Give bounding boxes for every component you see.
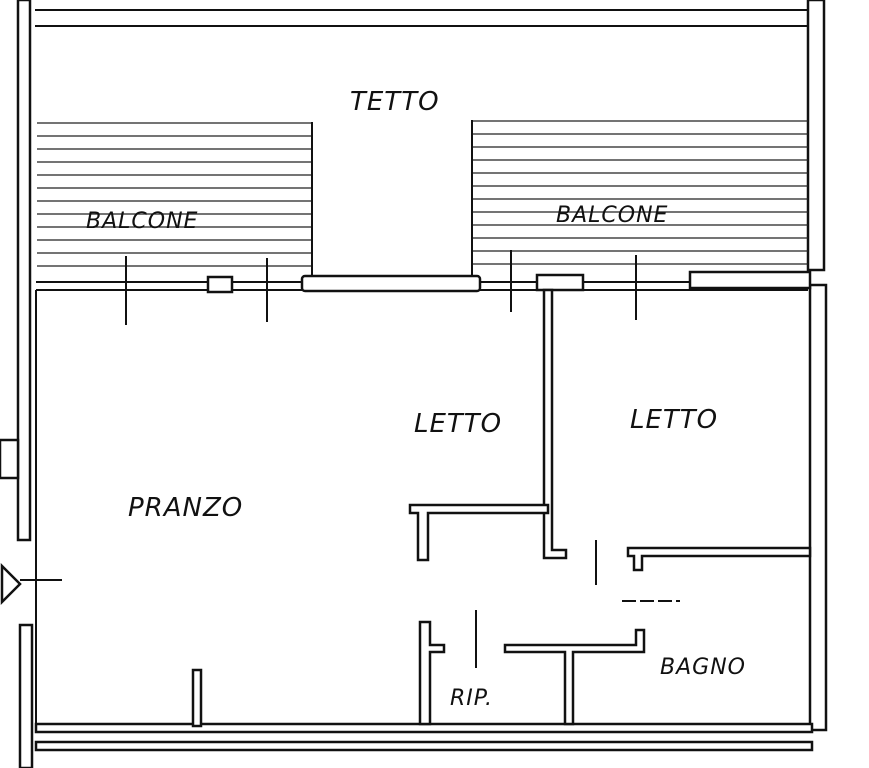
balcony-left-hatch	[37, 122, 312, 267]
label-roof: TETTO	[350, 87, 440, 117]
label-bathroom: BAGNO	[660, 655, 746, 680]
roof-edge	[35, 9, 808, 27]
label-bedroom-2: LETTO	[630, 405, 718, 435]
outer-walls	[0, 0, 828, 768]
label-bedroom-1: LETTO	[414, 409, 502, 439]
balcony-right-hatch	[472, 120, 808, 265]
label-dining: PRANZO	[128, 493, 243, 523]
interior-walls	[191, 288, 812, 728]
entrance-marker	[0, 545, 62, 620]
facade-wall	[36, 250, 812, 325]
label-balcony-left: BALCONE	[86, 209, 198, 234]
label-balcony-right: BALCONE	[556, 203, 668, 228]
label-storage: RIP.	[450, 686, 493, 711]
